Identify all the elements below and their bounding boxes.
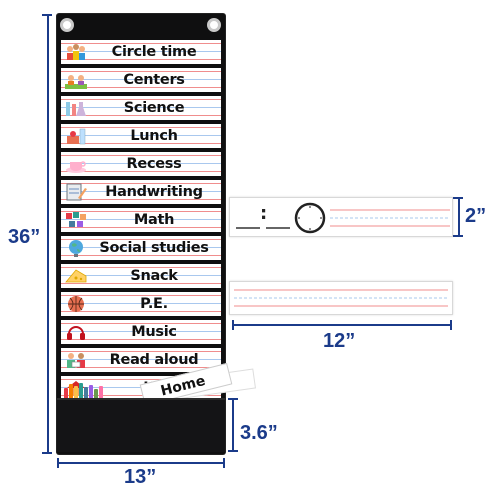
strip-label: Circle time	[111, 44, 197, 60]
pocket-lip	[57, 232, 225, 236]
pocket-dimension-label: 3.6”	[240, 422, 278, 444]
lab-flasks-icon	[64, 98, 88, 118]
strip-science: Science	[61, 96, 221, 120]
dimension-tick	[453, 235, 463, 237]
tea-cup-icon	[64, 154, 88, 174]
basketball-icon	[64, 294, 88, 314]
pocket-lip	[57, 148, 225, 152]
right-grommet	[207, 18, 221, 32]
pocket-lip	[57, 92, 225, 96]
numbers-icon	[64, 210, 88, 230]
strip-label: Recess	[126, 156, 182, 172]
strip-lunch: Lunch	[61, 124, 221, 148]
strip-read-aloud: Read aloud	[61, 348, 221, 372]
dimension-tick	[228, 450, 238, 452]
time-strip-artwork	[236, 202, 450, 234]
strip-width-dimension-label: 12”	[323, 330, 356, 352]
pocket-lip	[57, 64, 225, 68]
dimension-tick	[42, 14, 52, 16]
pocket-lip	[57, 372, 225, 376]
dimension-tick	[42, 452, 52, 454]
dimension-tick	[232, 320, 234, 330]
height-dimension-label: 36”	[8, 226, 41, 248]
strip-label: Lunch	[130, 128, 178, 144]
strip-snack: Snack	[61, 264, 221, 288]
cheese-icon	[64, 266, 88, 286]
strip-height-dimension-line	[458, 197, 460, 237]
strip-centers: Centers	[61, 68, 221, 92]
dimension-tick	[223, 458, 225, 468]
strip-recess: Recess	[61, 152, 221, 176]
children-reading-icon	[64, 350, 88, 370]
strip-width-dimension-line	[232, 324, 452, 326]
pocket-lip	[57, 344, 225, 348]
dimension-tick	[450, 320, 452, 330]
pocket-lip	[57, 120, 225, 124]
pocket-lip	[57, 204, 225, 208]
strip-label: Science	[123, 100, 185, 116]
strip-height-dimension-label: 2”	[465, 205, 487, 227]
strip-label: P.E.	[140, 296, 168, 312]
strip-label: Handwriting	[105, 184, 203, 200]
storage-pocket	[57, 398, 225, 452]
height-dimension-line	[47, 14, 49, 454]
dimension-tick	[453, 197, 463, 199]
globe-icon	[64, 238, 88, 258]
blank-sentence-strip	[229, 281, 453, 315]
left-grommet	[60, 18, 74, 32]
pocket-lip	[57, 176, 225, 180]
headphones-icon	[64, 322, 88, 342]
pocket-dimension-line	[232, 398, 234, 452]
strip-label: Music	[131, 324, 177, 340]
lunch-icon	[64, 126, 88, 146]
strip-handwriting: Handwriting	[61, 180, 221, 204]
pocket-lip	[57, 288, 225, 292]
dimension-tick	[57, 458, 59, 468]
notepad-pencil-icon	[64, 182, 88, 202]
dimension-tick	[228, 398, 238, 400]
pocket-lip	[57, 316, 225, 320]
width-dimension-label: 13”	[124, 466, 157, 488]
strip-circle-time: Circle time	[61, 40, 221, 64]
children-circle-icon	[64, 42, 88, 62]
strip-pe: P.E.	[61, 292, 221, 316]
playground-icon	[64, 70, 88, 90]
strip-label: Centers	[123, 72, 185, 88]
strip-math: Math	[61, 208, 221, 232]
strip-social-studies: Social studies	[61, 236, 221, 260]
strip-label: Snack	[130, 268, 178, 284]
strip-label: Math	[133, 212, 175, 228]
ruled-lines	[234, 289, 448, 307]
strip-label: Read aloud	[109, 352, 199, 368]
pocket-lip	[57, 260, 225, 264]
strip-music: Music	[61, 320, 221, 344]
time-colon: :	[260, 203, 268, 224]
time-sentence-strip: :	[229, 197, 453, 237]
strip-label: Social studies	[99, 240, 209, 256]
width-dimension-line	[57, 462, 225, 464]
